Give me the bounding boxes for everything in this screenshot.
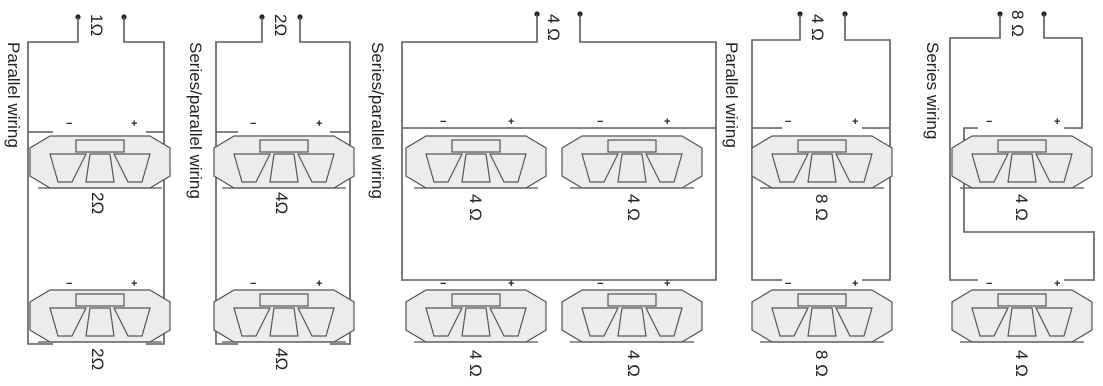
input-impedance-label: 2Ω — [271, 14, 290, 36]
input-impedance-label: 4 Ω — [544, 14, 563, 41]
wiring-type-label: Parallel wiring — [4, 42, 23, 148]
wire — [963, 127, 1095, 281]
wire — [751, 14, 801, 281]
speaker-impedance-label: 4 Ω — [466, 350, 485, 377]
wire — [844, 14, 891, 281]
input-impedance-label: 1Ω — [87, 14, 106, 36]
wire — [401, 14, 717, 281]
polarity-plus: + — [664, 116, 670, 128]
polarity-minus: − — [597, 116, 603, 128]
panel-series-parallel-4ohm: − + − + − + − + 4 Ω Series/parallel wiri… — [368, 11, 717, 377]
speaker-impedance-label: 2Ω — [88, 348, 107, 370]
polarity-plus: + — [1054, 116, 1060, 128]
wire — [123, 17, 165, 345]
polarity-plus: + — [508, 278, 514, 290]
speaker-impedance-label: 4 Ω — [624, 194, 643, 221]
speaker-icon — [751, 135, 893, 189]
terminal-dot — [577, 11, 583, 17]
polarity-plus: + — [1054, 278, 1060, 290]
speaker-icon — [213, 289, 355, 343]
wire — [215, 17, 263, 345]
polarity-plus: + — [316, 278, 322, 290]
speaker-icon — [29, 135, 171, 189]
speaker-icon — [561, 135, 703, 189]
speaker-icon — [951, 289, 1093, 343]
polarity-minus: − — [66, 118, 72, 130]
panel-parallel-4ohm: − + − + 4 Ω Parallel wiring 8 Ω 8 Ω — [722, 11, 893, 377]
polarity-minus: − — [250, 118, 256, 130]
polarity-minus: − — [986, 278, 992, 290]
panel-series-8ohm: − + − + 8 Ω Series wiring 4 Ω 4 Ω — [923, 10, 1095, 377]
input-impedance-label: 4 Ω — [808, 14, 827, 41]
polarity-plus: + — [852, 278, 858, 290]
speaker-impedance-label: 4 Ω — [624, 350, 643, 377]
wiring-type-label: Series wiring — [923, 42, 942, 139]
wire — [27, 17, 79, 345]
terminal-dot — [842, 11, 848, 17]
panel-series-parallel-2ohm: − + − + 2Ω Series/parallel wiring 4Ω 4Ω — [186, 14, 355, 370]
polarity-plus: + — [852, 116, 858, 128]
polarity-minus: − — [440, 116, 446, 128]
wire — [1043, 14, 1083, 129]
terminal-dot — [534, 11, 540, 17]
wire — [299, 17, 351, 345]
wiring-type-label: Series/parallel wiring — [186, 42, 205, 199]
speaker-icon — [213, 135, 355, 189]
speaker-icon — [29, 289, 171, 343]
terminal-dot — [797, 11, 803, 17]
polarity-minus: − — [66, 278, 72, 290]
speaker-impedance-label: 4Ω — [272, 348, 291, 370]
speaker-icon — [751, 289, 893, 343]
polarity-minus: − — [986, 116, 992, 128]
polarity-plus: + — [316, 118, 322, 130]
polarity-plus: + — [508, 116, 514, 128]
polarity-plus: + — [131, 278, 137, 290]
polarity-minus: − — [250, 278, 256, 290]
terminal-dot — [1041, 11, 1047, 17]
speaker-impedance-label: 8 Ω — [812, 350, 831, 377]
polarity-plus: + — [131, 118, 137, 130]
speaker-impedance-label: 4 Ω — [1012, 194, 1031, 221]
speaker-impedance-label: 4 Ω — [466, 194, 485, 221]
speaker-impedance-label: 2Ω — [88, 192, 107, 214]
polarity-plus: + — [664, 278, 670, 290]
speaker-icon — [951, 135, 1093, 189]
polarity-minus: − — [785, 116, 791, 128]
polarity-minus: − — [440, 278, 446, 290]
input-impedance-label: 8 Ω — [1008, 10, 1027, 37]
speaker-impedance-label: 4Ω — [272, 192, 291, 214]
wire — [949, 14, 1001, 281]
speaker-impedance-label: 4 Ω — [1012, 350, 1031, 377]
terminal-dot — [997, 11, 1003, 17]
speaker-icon — [405, 289, 547, 343]
speaker-icon — [561, 289, 703, 343]
polarity-minus: − — [785, 278, 791, 290]
wiring-type-label: Parallel wiring — [722, 42, 741, 148]
polarity-minus: − — [597, 278, 603, 290]
speaker-icon — [405, 135, 547, 189]
wiring-type-label: Series/parallel wiring — [368, 42, 387, 199]
speaker-impedance-label: 8 Ω — [812, 194, 831, 221]
panel-parallel-1ohm: − + − + 1Ω Parallel wiring 2Ω 2Ω — [4, 14, 171, 370]
